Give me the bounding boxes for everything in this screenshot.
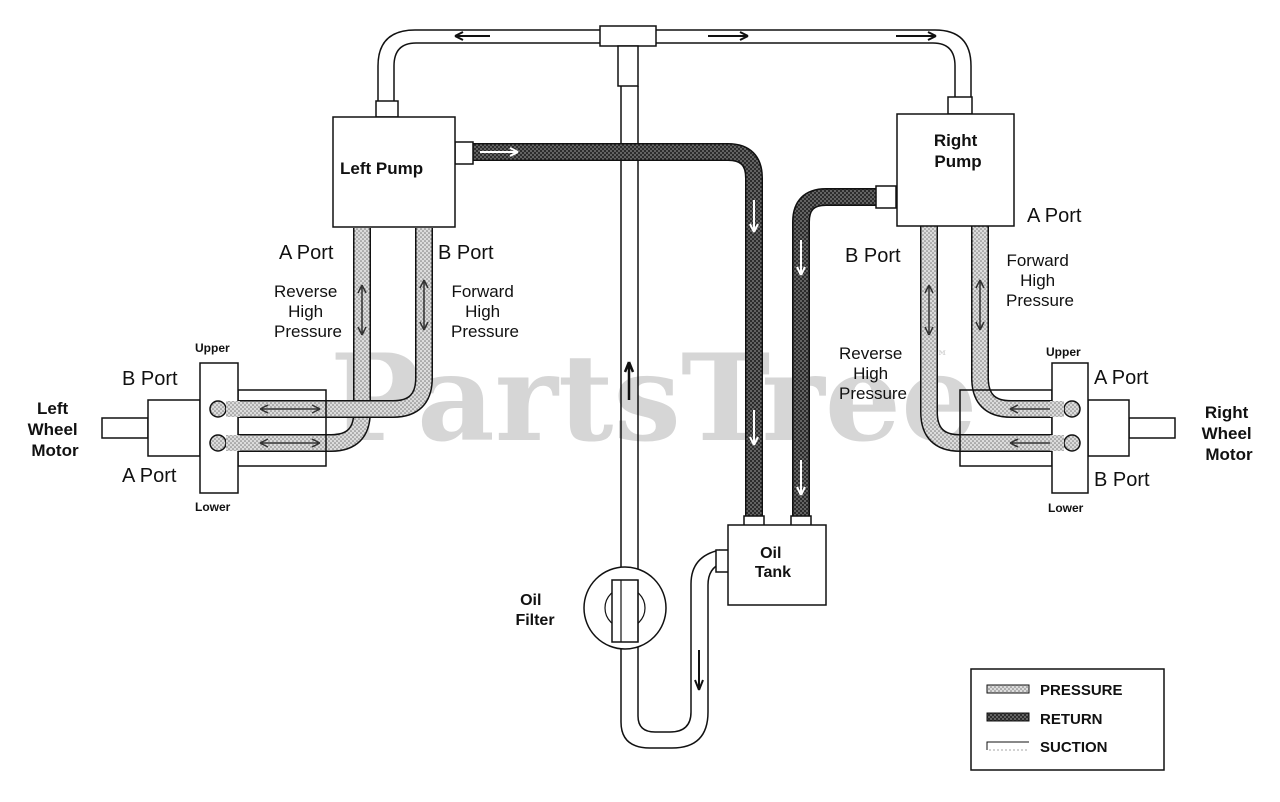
oil-filter	[583, 566, 667, 650]
right-forward-pressure-label: Forward High Pressure	[1006, 251, 1074, 310]
left-pump-suction-fitting	[375, 100, 399, 118]
legend-return-swatch	[986, 712, 1030, 722]
left-pump-label: Left Pump	[340, 159, 423, 178]
left-pump-return-fitting	[454, 141, 474, 165]
legend-pressure-swatch	[986, 684, 1030, 694]
legend-return-label: RETURN	[1040, 711, 1103, 728]
arrow-suction-up	[623, 361, 635, 400]
suction-hose-main	[620, 86, 723, 749]
right-reverse-pressure-label: Reverse High Pressure	[839, 344, 907, 403]
left-pump-a-port-label: A Port	[279, 242, 334, 264]
right-pump-box	[896, 113, 1015, 227]
legend: PRESSURE RETURN SUCTION	[970, 668, 1165, 771]
legend-suction-label: SUCTION	[1040, 739, 1108, 756]
t-fitting-stem	[617, 45, 639, 87]
t-fitting	[599, 25, 657, 47]
right-pump-b-port-label: B Port	[845, 245, 901, 267]
right-pump-suction-fitting	[947, 96, 973, 115]
oil-filter-label: Oil Filter	[515, 592, 554, 629]
right-pump-a-port-label: A Port	[1027, 205, 1082, 227]
suction-hose-left-pump	[377, 29, 600, 102]
arrow-suction-right1	[708, 31, 749, 41]
right-pump-return-fitting	[875, 185, 897, 209]
left-lower-label: Lower	[195, 500, 231, 514]
watermark: PartsTree	[330, 328, 977, 469]
arrow-suction-down	[694, 650, 704, 691]
return-lines	[454, 141, 897, 527]
right-motor-b-port-label: B Port	[1094, 469, 1150, 491]
arrow-suction-right2	[896, 31, 937, 41]
suction-lines	[375, 25, 973, 749]
left-motor-a-port-label: A Port	[122, 465, 177, 487]
left-wheel-motor-label: Left Wheel Motor	[28, 399, 83, 460]
right-motor-a-port-label: A Port	[1094, 367, 1149, 389]
left-wheel-motor	[101, 362, 327, 494]
left-forward-pressure-label: Forward High Pressure	[451, 282, 519, 341]
left-pump-b-port-label: B Port	[438, 242, 494, 264]
left-pump-box	[332, 116, 456, 228]
arrow-suction-left	[454, 31, 490, 41]
legend-suction-swatch	[986, 741, 1029, 750]
legend-pressure-label: PRESSURE	[1040, 682, 1123, 699]
right-wheel-motor-label: Right Wheel Motor	[1202, 403, 1257, 464]
oil-tank-box	[727, 524, 827, 606]
right-lower-label: Lower	[1048, 501, 1084, 515]
left-upper-label: Upper	[195, 341, 230, 355]
right-pump-label: Right Pump	[934, 131, 982, 171]
oil-tank-label: Oil Tank	[755, 545, 791, 581]
right-upper-label: Upper	[1046, 345, 1081, 359]
right-wheel-motor	[959, 362, 1176, 494]
suction-hose-right-pump	[656, 29, 972, 100]
left-reverse-pressure-label: Reverse High Pressure	[274, 282, 342, 341]
left-motor-b-port-label: B Port	[122, 368, 178, 390]
